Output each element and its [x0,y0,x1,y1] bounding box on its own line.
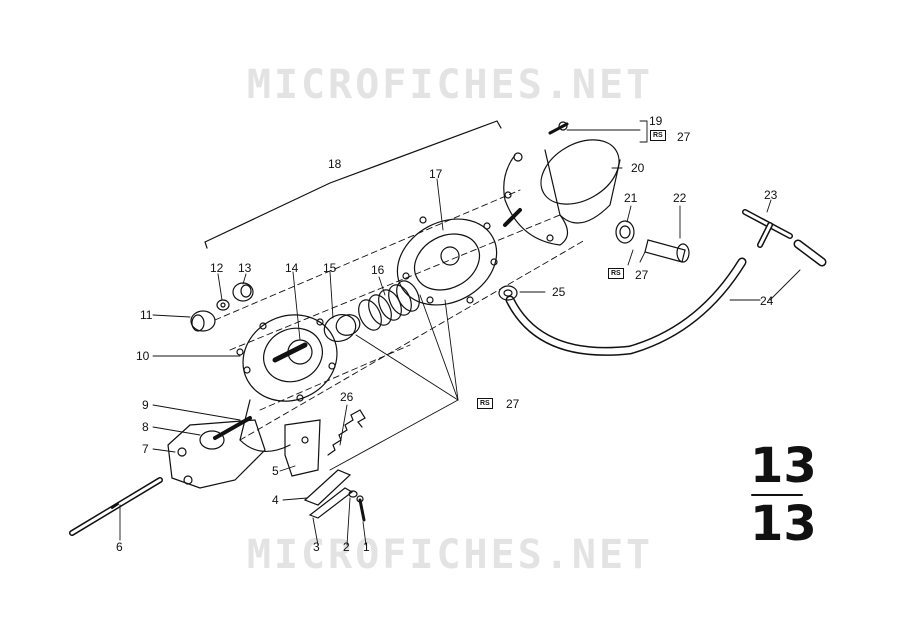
callout-8: 8 [142,420,149,434]
callout-16: 16 [371,263,385,277]
part-7-lever-housing [167,416,266,489]
callout-5: 5 [272,464,279,478]
part-10-pump-body [236,314,338,452]
callout-17: 17 [429,167,443,181]
leader-lines [119,120,801,546]
part-2-washer [348,490,358,498]
part-26-spring [327,409,366,456]
assembly-axis-lines [214,189,586,441]
rs-tag-lower: RS [477,398,493,409]
bracket-18 [204,120,502,249]
part-20-pump-housing [503,139,621,246]
section-number-top: 13 [750,438,817,494]
watermark-top: MICROFICHES.NET [246,62,654,108]
part-22-banjo-bolt [644,239,690,263]
callout-11: 11 [140,308,153,322]
callout-22: 22 [673,191,687,205]
watermark-bottom: MICROFICHES.NET [246,532,654,578]
part-15-seal [323,314,361,342]
callout-23: 23 [764,188,778,202]
callout-13: 13 [238,261,252,275]
callout-12: 12 [210,261,224,275]
part-5-lever [284,419,321,477]
part-11-cap [190,310,216,332]
part-24-hose [505,257,747,356]
part-23-t-fitting [742,209,827,267]
callout-14: 14 [285,261,299,275]
callout-20: 20 [631,161,645,175]
callout-1: 1 [363,540,370,554]
part-12-washer [216,299,230,311]
callout-18: 18 [328,157,342,171]
part-6-pushrod [69,477,163,536]
callout-26: 26 [340,390,354,404]
callout-2: 2 [343,540,350,554]
part-21-washer [615,220,635,244]
callout-4: 4 [272,493,279,507]
part-25-clamp [498,285,518,301]
part-3-plate [308,487,354,519]
callout-3: 3 [313,540,320,554]
part-17-plate [396,216,498,306]
callout-19: 19 [649,114,663,128]
part-19-screw [548,121,569,135]
callout-25: 25 [552,285,566,299]
part-1-screw [356,495,366,522]
callout-24: 24 [760,294,774,308]
rs-tag-top: RS [650,130,666,141]
part-13-cap [232,282,254,302]
part-4-gasket [303,469,352,506]
callout-27-top: 27 [677,130,691,144]
callout-9: 9 [142,398,149,412]
callout-7: 7 [142,442,149,456]
callout-6: 6 [116,540,123,554]
callout-27-lower: 27 [506,397,520,411]
rs-tag-middle: RS [608,268,624,279]
part-16-spring [358,280,420,331]
callout-27-middle: 27 [635,268,649,282]
callout-15: 15 [323,261,337,275]
callout-21: 21 [624,191,638,205]
section-number-bottom: 13 [750,496,817,552]
callout-10: 10 [136,349,150,363]
